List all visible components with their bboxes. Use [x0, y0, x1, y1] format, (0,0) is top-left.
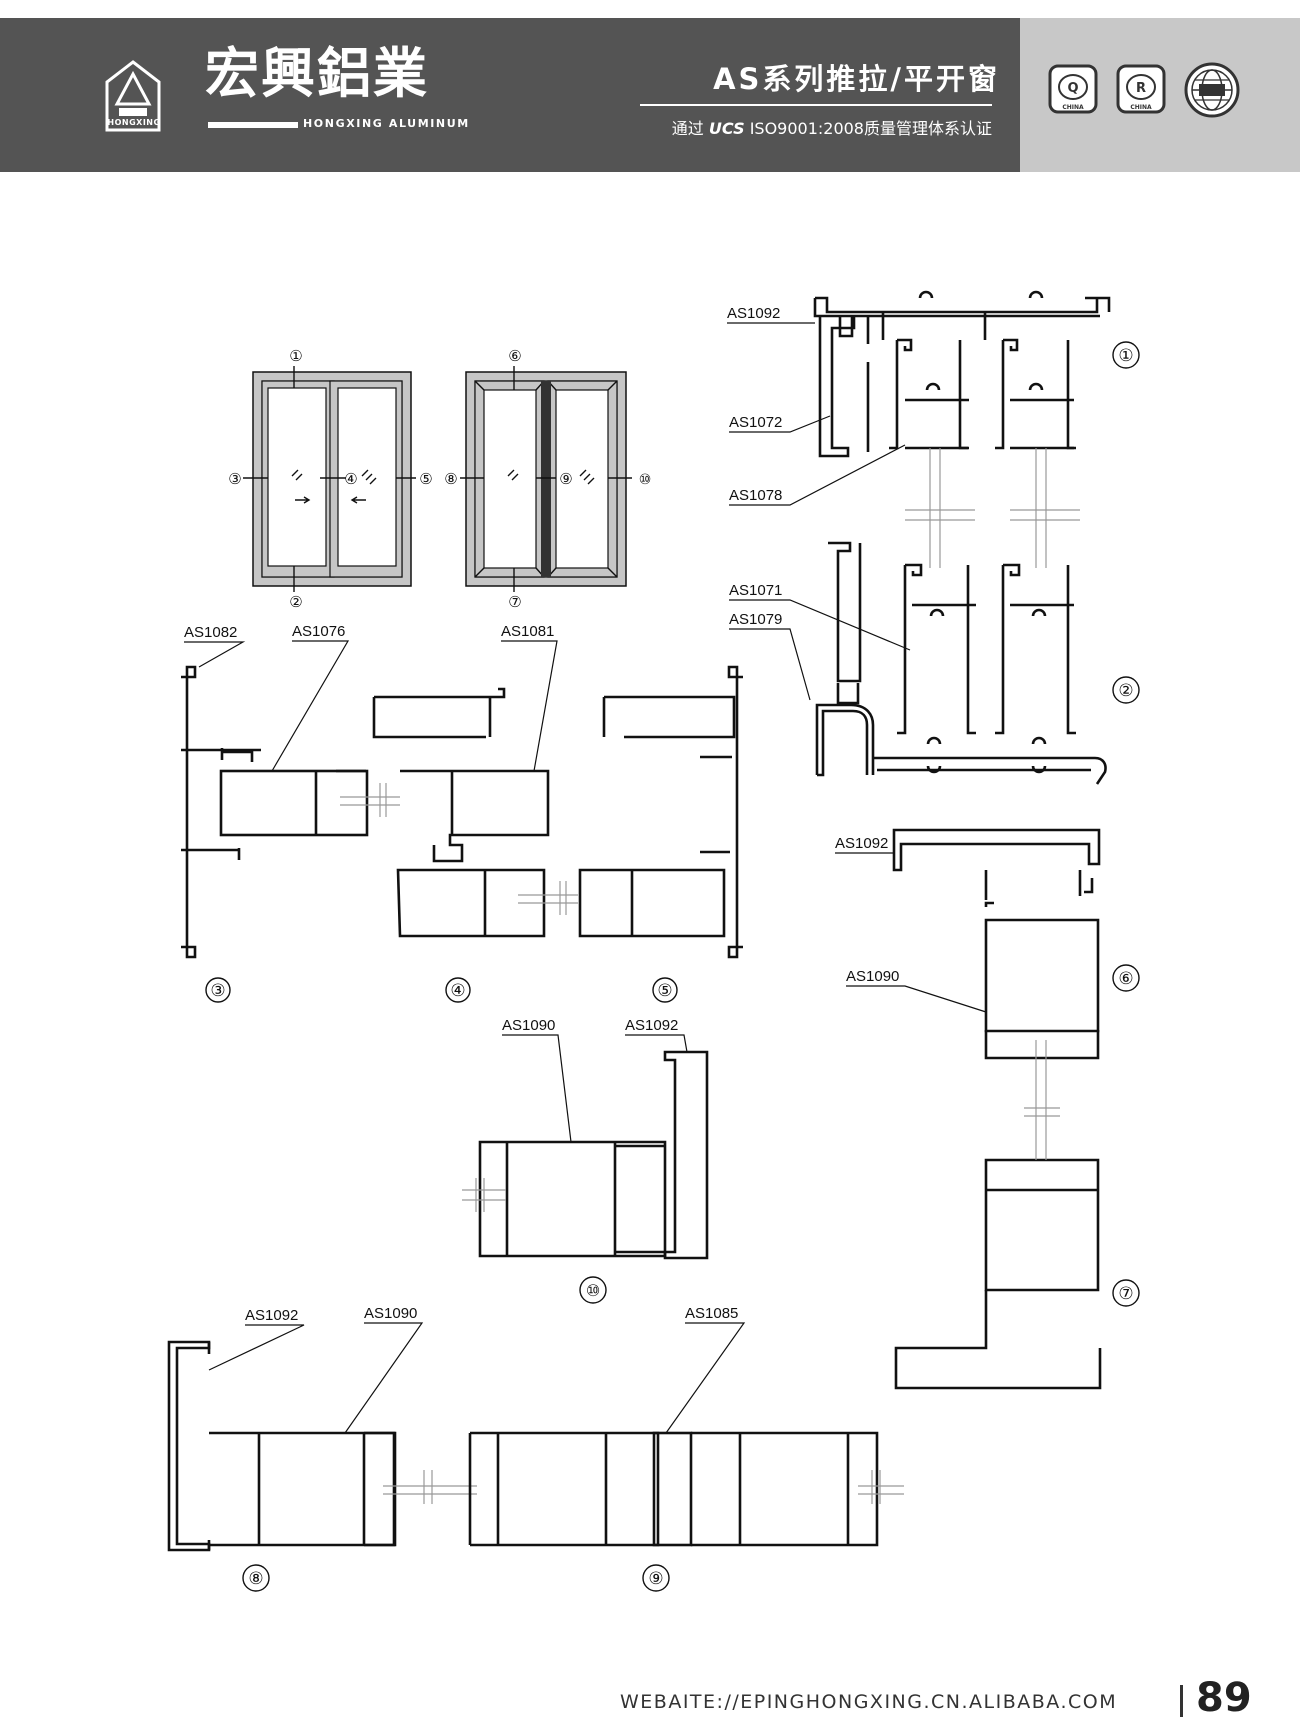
logo-caption: HONGXING	[107, 118, 161, 127]
section-9: ⑨ AS1085	[468, 1305, 904, 1592]
section-10-number: ⑩	[586, 1281, 600, 1300]
ucs-mark: UCS	[708, 119, 745, 138]
badge-q-letter: Q	[1067, 81, 1078, 96]
badge-q-caption: CHINA	[1062, 104, 1084, 111]
mark-5: ⑤	[419, 470, 432, 488]
label-as1081: AS1081	[501, 623, 554, 640]
label-as1092-s6: AS1092	[835, 835, 888, 852]
brand-underline	[208, 122, 298, 128]
elevation-sliding-window: ① ② ③ ④ ⑤	[228, 347, 432, 611]
section-1: ① AS1092 AS1072 AS1078	[727, 290, 1140, 568]
mark-10: ⑩	[639, 472, 652, 488]
mark-7: ⑦	[508, 593, 521, 611]
label-as1092-s10: AS1092	[625, 1017, 678, 1034]
mark-9: ⑨	[559, 470, 572, 488]
section-8: ⑧ AS1092 AS1090	[167, 1305, 477, 1592]
quality-badge-icon: Q CHINA	[1048, 64, 1098, 114]
section-9-number: ⑨	[648, 1569, 663, 1589]
label-as1090-s10: AS1090	[502, 1017, 555, 1034]
label-as1079: AS1079	[729, 611, 782, 628]
section-3-number: ③	[210, 981, 225, 1001]
mark-6: ⑥	[508, 347, 521, 365]
badge-r-letter: R	[1136, 81, 1146, 96]
label-as1072: AS1072	[729, 414, 782, 431]
page-number: 89	[1196, 1675, 1252, 1721]
section-3-4-5: ③ ④ ⑤ AS1082 AS1076 AS1081	[181, 623, 743, 1003]
registered-badge-icon: R CHINA	[1116, 64, 1166, 114]
section-10: ⑩ AS1090 AS1092	[462, 1017, 709, 1304]
cert-prefix: 通过	[671, 119, 704, 138]
header-band	[0, 18, 1020, 172]
section-4-number: ④	[450, 981, 465, 1001]
label-as1090-s8: AS1090	[364, 1305, 417, 1322]
label-as1076: AS1076	[292, 623, 345, 640]
label-as1082: AS1082	[184, 624, 237, 641]
cert-suffix: ISO9001:2008质量管理体系认证	[749, 119, 992, 138]
section-8-number: ⑧	[248, 1569, 263, 1589]
mark-8: ⑧	[444, 470, 457, 488]
hongxing-logo-icon	[105, 60, 161, 132]
section-2: ② AS1071 AS1079	[729, 541, 1140, 785]
brand-name-en: HONGXING ALUMINUM	[303, 117, 470, 130]
section-6-number: ⑥	[1118, 969, 1133, 989]
section-7-number: ⑦	[1118, 1284, 1133, 1304]
badge-r-caption: CHINA	[1130, 104, 1152, 111]
label-as1092-s8: AS1092	[245, 1307, 298, 1324]
mark-2: ②	[289, 593, 302, 611]
elevation-casement-window: ⑥ ⑦ ⑧ ⑨ ⑩	[444, 347, 651, 611]
section-1-number: ①	[1118, 346, 1133, 366]
mark-3: ③	[228, 470, 241, 488]
section-6-7: ⑥ ⑦ AS1092 AS1090	[835, 828, 1140, 1390]
label-as1085: AS1085	[685, 1305, 738, 1322]
footer-divider	[1180, 1685, 1183, 1717]
title-divider	[640, 104, 992, 106]
section-2-number: ②	[1118, 681, 1133, 701]
label-as1071: AS1071	[729, 582, 782, 599]
certification-text: 通过 UCS ISO9001:2008质量管理体系认证	[640, 115, 992, 139]
brand-name-cn: 宏興鋁業	[205, 42, 429, 105]
label-as1078: AS1078	[729, 487, 782, 504]
section-5-number: ⑤	[657, 981, 672, 1001]
label-as1090-s6: AS1090	[846, 968, 899, 985]
mark-4: ④	[344, 470, 357, 488]
mark-1: ①	[289, 347, 302, 365]
series-title: AS系列推拉/平开窗	[713, 62, 1000, 96]
footer-url: WEBAITE://EPINGHONGXING.CN.ALIBABA.COM	[620, 1691, 1118, 1713]
globe-certification-icon	[1184, 62, 1240, 118]
label-as1092-s1: AS1092	[727, 305, 780, 322]
